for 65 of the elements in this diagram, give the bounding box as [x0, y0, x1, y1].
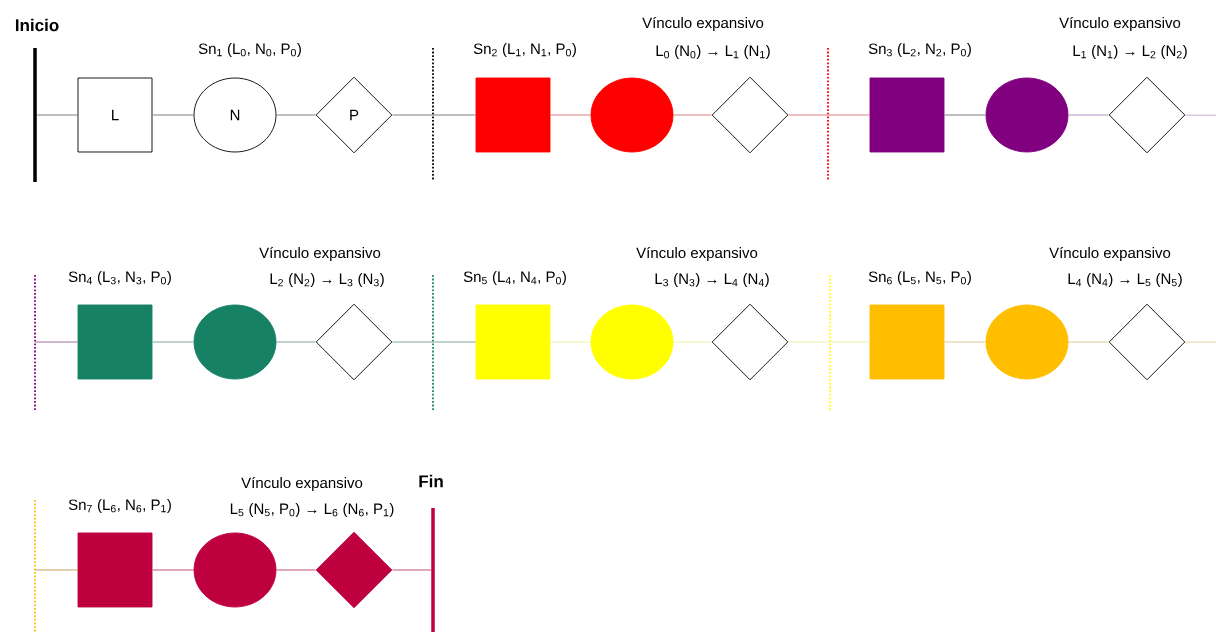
subnetwork-label: Sn$_{5}$ (L$_{4}$, N$_{4}$, P$_{0}$) [463, 271, 566, 285]
connector-line [151, 569, 195, 571]
square-shape [869, 304, 945, 380]
connector-line [787, 114, 871, 116]
square-shape [77, 532, 153, 608]
node-label: Inicio [15, 18, 59, 32]
diamond-shape [711, 303, 789, 381]
ellipse-shape [985, 77, 1069, 153]
end-bar: Fin [419, 474, 443, 632]
subnetwork-label: Sn$_{1}$ (L$_{0}$, N$_{0}$, P$_{0}$) [198, 43, 301, 57]
connector-line [36, 114, 79, 116]
link-label: Vínculo expansivo [642, 16, 764, 32]
connector-line [275, 114, 317, 116]
diamond-shape [315, 303, 393, 381]
connector-line [34, 341, 79, 343]
link-label: Vínculo expansivo [1049, 246, 1171, 262]
subnetwork-label: Sn$_{7}$ (L$_{6}$, N$_{6}$, P$_{1}$) [68, 499, 171, 513]
connector-line [151, 341, 195, 343]
link-formula: L$_{5}$ (N$_{5}$, P$_{0}$) → L$_{6}$ (N$_{6}$, P$_{1}$) [230, 503, 394, 517]
ellipse-shape [590, 304, 674, 380]
connector-line [943, 114, 987, 116]
diamond-shape [315, 531, 393, 609]
connector-line [275, 341, 317, 343]
connector-line [672, 114, 713, 116]
connector-line [672, 341, 713, 343]
connector-line [549, 341, 592, 343]
link-formula: L$_{4}$ (N$_{4}$) → L$_{5}$ (N$_{5}$) [1068, 273, 1182, 287]
square-shape [77, 304, 153, 380]
ellipse-shape [193, 532, 277, 608]
node-label: Fin [419, 474, 443, 488]
subnetwork-label: Sn$_{4}$ (L$_{3}$, N$_{3}$, P$_{0}$) [68, 271, 171, 285]
connector-line [1184, 341, 1216, 343]
connector-line [391, 341, 477, 343]
connector-line [943, 341, 987, 343]
connector-line [275, 569, 317, 571]
link-formula: L$_{3}$ (N$_{3}$) → L$_{4}$ (N$_{4}$) [655, 273, 769, 287]
connector-line [34, 569, 79, 571]
connector-line [1067, 341, 1110, 343]
ellipse-shape [193, 304, 277, 380]
end-bar: Inicio [15, 18, 59, 182]
connector-line [391, 569, 432, 571]
diamond-shape [1108, 303, 1186, 381]
link-label: Vínculo expansivo [636, 246, 758, 262]
link-label: Vínculo expansivo [259, 246, 381, 262]
ellipse-shape [590, 77, 674, 153]
subnetwork-label: Sn$_{6}$ (L$_{5}$, N$_{5}$, P$_{0}$) [868, 271, 971, 285]
diamond-shape [1108, 76, 1186, 154]
ellipse-shape [985, 304, 1069, 380]
link-formula: L$_{2}$ (N$_{2}$) → L$_{3}$ (N$_{3}$) [270, 273, 384, 287]
connector-line [1184, 114, 1216, 116]
link-formula: L$_{1}$ (N$_{1}$) → L$_{2}$ (N$_{2}$) [1073, 45, 1187, 59]
connector-line [391, 114, 477, 116]
connector-line [787, 341, 871, 343]
link-label: Vínculo expansivo [241, 476, 363, 492]
link-formula: L$_{0}$ (N$_{0}$) → L$_{1}$ (N$_{1}$) [656, 45, 770, 59]
subnetwork-label: Sn$_{3}$ (L$_{2}$, N$_{2}$, P$_{0}$) [868, 43, 971, 57]
square-shape [475, 77, 551, 153]
connector-line [549, 114, 592, 116]
square-shape [869, 77, 945, 153]
connector-line [1067, 114, 1110, 116]
subnetwork-label: Sn$_{2}$ (L$_{1}$, N$_{1}$, P$_{0}$) [473, 43, 576, 57]
link-label: Vínculo expansivo [1059, 16, 1181, 32]
diamond-shape [711, 76, 789, 154]
connector-line [151, 114, 195, 116]
square-shape [475, 304, 551, 380]
